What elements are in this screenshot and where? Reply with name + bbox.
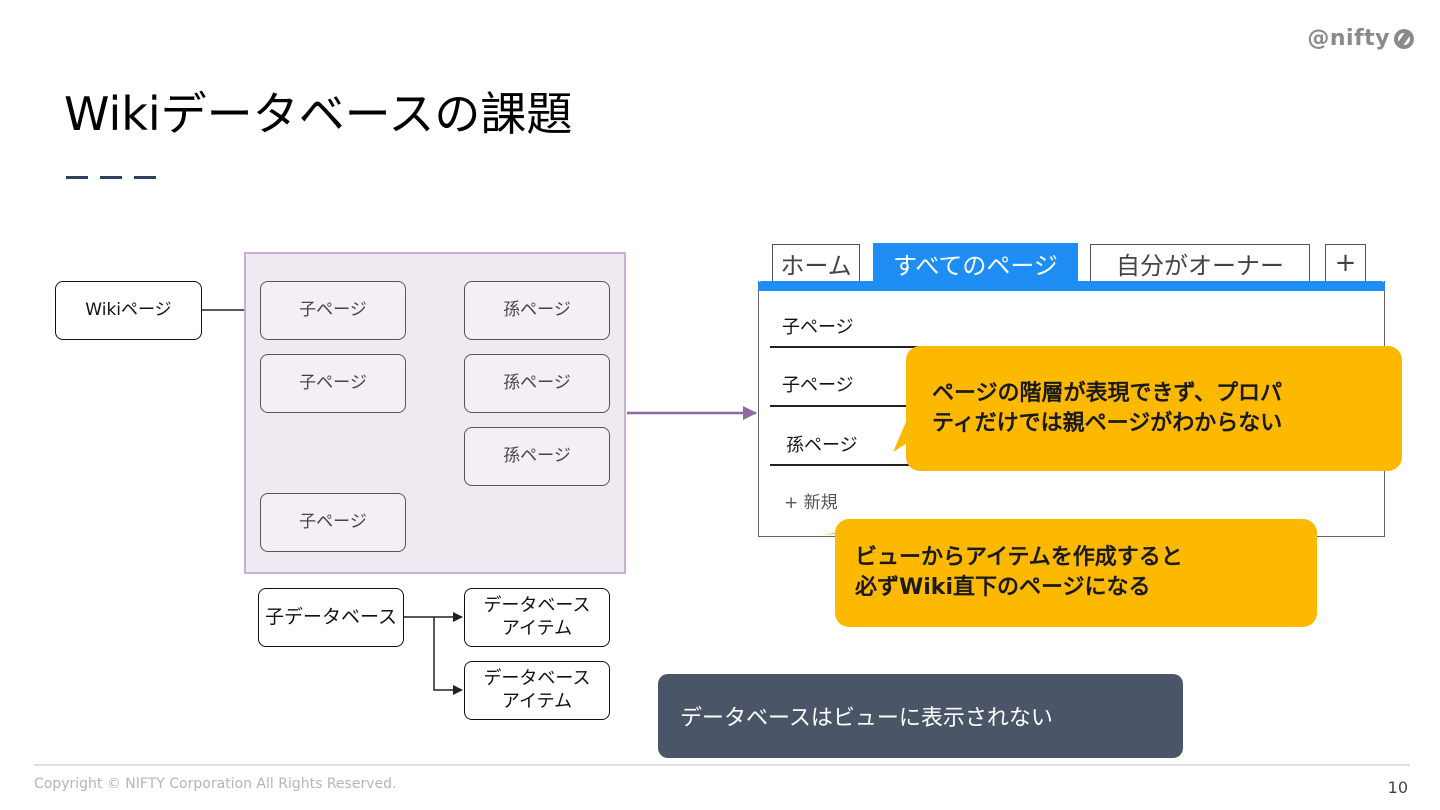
- callout-line: ページの階層が表現できず、プロパ: [932, 380, 1283, 406]
- callout-line: 必ずWiki直下のページになる: [855, 575, 1151, 600]
- grandchild-page-node: 孫ページ: [464, 427, 610, 486]
- nifty-logo-icon: [1394, 28, 1414, 49]
- view-row-label[interactable]: 孫ページ: [786, 435, 858, 456]
- arrow-db-to-item2: [433, 617, 463, 695]
- grandchild-page-node: 孫ページ: [464, 354, 610, 413]
- database-item-node: データベース アイテム: [464, 588, 610, 647]
- callout-line: ティだけでは親ページがわからない: [932, 410, 1283, 436]
- nifty-logo: @nifty: [1307, 26, 1414, 51]
- callout-line: ビューからアイテムを作成すると: [855, 545, 1183, 571]
- child-page-node: 子ページ: [260, 281, 406, 340]
- hierarchy-callout-text: ページの階層が表現できず、プロパ ティだけでは親ページがわからない: [932, 379, 1282, 438]
- view-row-label[interactable]: 子ページ: [782, 317, 854, 338]
- create-item-callout: ビューからアイテムを作成すると 必ずWiki直下のページになる: [835, 519, 1317, 627]
- wiki-page-node: Wikiページ: [55, 281, 202, 340]
- slide-title: Wikiデータベースの課題: [64, 87, 573, 141]
- create-item-callout-text: ビューからアイテムを作成すると 必ずWiki直下のページになる: [855, 543, 1183, 602]
- tab-owned-by-me[interactable]: 自分がオーナー: [1090, 244, 1310, 282]
- footer-divider: [34, 764, 1410, 766]
- child-page-node: 子ページ: [260, 493, 406, 552]
- database-item-node: データベース アイテム: [464, 661, 610, 720]
- child-page-node: 子ページ: [260, 354, 406, 413]
- title-underline-dash: [134, 176, 156, 179]
- logo-text: @nifty: [1307, 26, 1390, 51]
- grandchild-page-node: 孫ページ: [464, 281, 610, 340]
- page-number: 10: [1387, 778, 1408, 797]
- title-underline-dash: [66, 176, 88, 179]
- title-underline-dash: [100, 176, 122, 179]
- tab-all-pages[interactable]: すべてのページ: [873, 243, 1078, 283]
- database-hidden-callout: データベースはビューに表示されない: [658, 674, 1183, 758]
- view-row-label[interactable]: 子ページ: [782, 375, 854, 396]
- hierarchy-callout: ページの階層が表現できず、プロパ ティだけでは親ページがわからない: [906, 346, 1402, 471]
- child-database-node: 子データベース: [258, 588, 404, 647]
- copyright-text: Copyright © NIFTY Corporation All Rights…: [34, 776, 397, 792]
- view-panel-accent-bar: [758, 281, 1385, 291]
- new-item-button[interactable]: + 新規: [784, 493, 838, 513]
